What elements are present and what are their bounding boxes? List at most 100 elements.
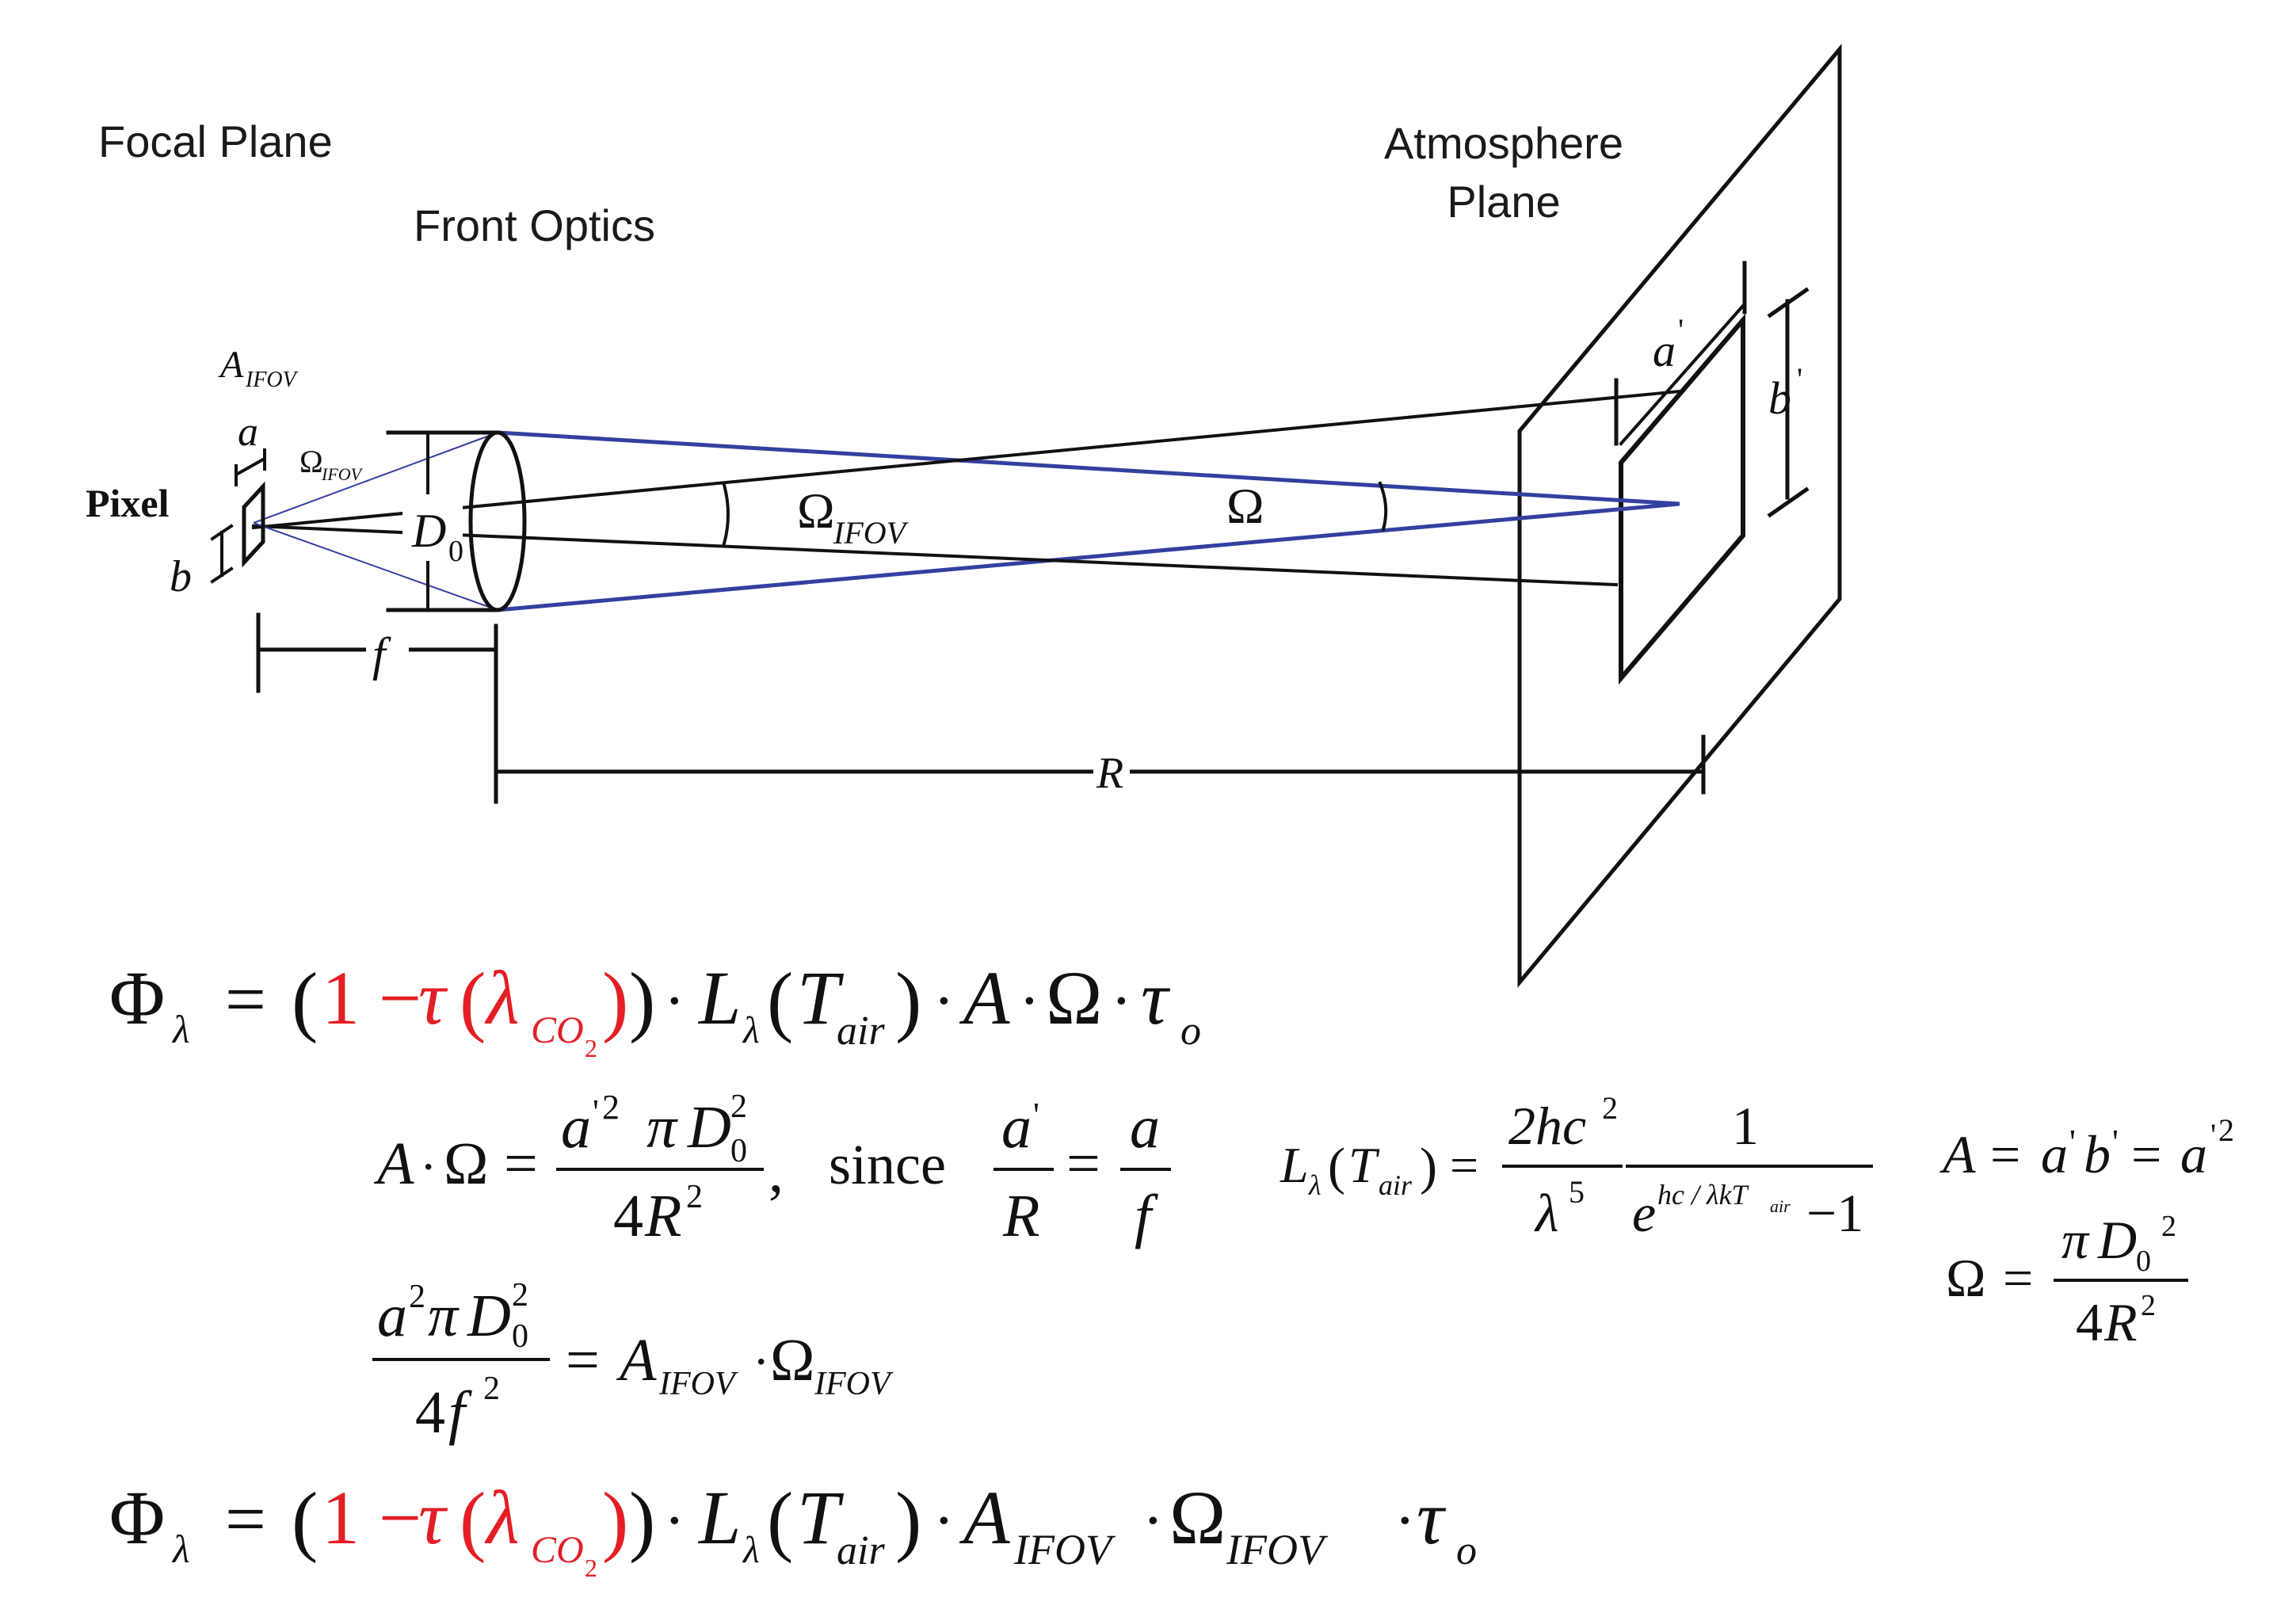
omega-ifov-small-label: Ω <box>299 444 323 479</box>
eq1-one-minus: 1 − <box>322 955 421 1040</box>
eq7-dot4: · <box>1394 1486 1416 1556</box>
eq2-den-sq: 2 <box>686 1179 703 1215</box>
eq3-den-lambda: λ <box>1534 1183 1558 1243</box>
omega-ifov-label: Ω <box>797 482 835 539</box>
eq7-air: air <box>837 1528 885 1573</box>
eq6-equals: = <box>566 1327 600 1394</box>
eq6-den-4: 4 <box>415 1379 445 1446</box>
a-prime-dimension-line <box>1619 303 1745 446</box>
eq2-since: since <box>829 1133 946 1196</box>
equation-1: Φ λ = ( 1 − τ ( λ CO 2 ) ) · L λ ( T air… <box>109 955 1201 1062</box>
b-tick-bottom <box>210 566 234 584</box>
atmosphere-label-line2: Plane <box>1447 177 1560 227</box>
atmosphere-label-line1: Atmosphere <box>1384 118 1623 168</box>
eq1-phi-sub: λ <box>171 1007 190 1051</box>
equation-area-solid-angle: A · Ω = a ' 2 π D 2 0 4 R 2 , since a ' … <box>373 1088 1171 1249</box>
eq5-den-sq: 2 <box>2141 1289 2156 1322</box>
front-optics-label: Front Optics <box>414 200 655 250</box>
eq3-den-minus-1: −1 <box>1806 1183 1863 1243</box>
eq7-T-rparen: ) <box>895 1476 921 1564</box>
eq2-A: A <box>373 1131 414 1197</box>
eq5-equals: = <box>2003 1248 2033 1308</box>
eq2b-num-a: a <box>1001 1094 1032 1161</box>
eq1-dot1: · <box>664 967 685 1036</box>
eq7-A-sub: IFOV <box>1013 1526 1116 1573</box>
eq1-air: air <box>837 1009 885 1054</box>
equation-planck: L λ ( T air ) = 2hc 2 λ 5 1 e hc / λkT a… <box>1280 1090 1873 1243</box>
eq4-b-prime: ' <box>2112 1123 2119 1161</box>
eq1-rparen: ) <box>629 956 655 1044</box>
b-prime-tick-top <box>1767 287 1810 318</box>
eq2-den-R: R <box>644 1183 681 1249</box>
eq1-tau-o-sub: o <box>1180 1009 1201 1054</box>
eq6-A-sub: IFOV <box>658 1366 738 1402</box>
eq7-tau-o-sub: o <box>1456 1528 1477 1573</box>
pixel-ray-bottom <box>253 522 498 611</box>
eq2-num-pi: π <box>646 1094 678 1161</box>
d0-sub: 0 <box>448 535 463 568</box>
b-label: b <box>170 552 192 601</box>
eq7-co: CO <box>531 1529 584 1571</box>
r-label-bg <box>1093 748 1130 792</box>
eq7-rparen: ) <box>629 1476 655 1564</box>
eq1-A: A <box>959 955 1010 1040</box>
eq5-num-D: D <box>2097 1210 2137 1270</box>
eq6-dot: · <box>753 1333 769 1390</box>
eq5-num-pi: π <box>2061 1210 2090 1270</box>
eq1-T-rparen: ) <box>895 956 921 1044</box>
eq3-air: air <box>1379 1169 1413 1201</box>
b-tick-top <box>210 524 234 541</box>
eq4-a2-sq: 2 <box>2218 1112 2234 1148</box>
eq1-tau-rparen: ) <box>602 956 628 1044</box>
chief-ray-lower <box>251 524 1619 587</box>
eq6-omega: Ω <box>770 1327 814 1394</box>
equation-area-defs: A = a ' b ' = a ' 2 Ω = π D 0 2 4 R 2 <box>1939 1112 2234 1352</box>
eq1-lambda: λ <box>484 955 520 1040</box>
eq1-L: L <box>697 955 741 1040</box>
marginal-ray-bottom <box>497 501 1680 612</box>
eq1-T: T <box>797 955 845 1040</box>
a-dimension-line <box>235 457 265 476</box>
eq4-A: A <box>1939 1124 1976 1184</box>
eq7-dot1: · <box>664 1486 685 1556</box>
a-label: a <box>238 410 258 455</box>
eq6-omega-sub: IFOV <box>814 1366 894 1402</box>
eq1-lparen: ( <box>292 956 318 1044</box>
eq3-num-1: 1 <box>1732 1096 1759 1156</box>
eq3-rparen: ) <box>1420 1138 1437 1195</box>
eq6-num-pi: π <box>428 1283 460 1349</box>
eq5-den-4: 4 <box>2076 1292 2103 1352</box>
eq1-dot4: · <box>1111 967 1132 1036</box>
omega-ifov-sub: IFOV <box>833 515 910 551</box>
eq7-omega-sub: IFOV <box>1226 1526 1329 1573</box>
eq3-den-e: e <box>1632 1183 1656 1243</box>
eq2-num-D-sq: 2 <box>730 1089 747 1125</box>
eq2-num-D: D <box>687 1094 731 1161</box>
eq1-tau-o: τ <box>1141 955 1171 1040</box>
omega-arc <box>1378 481 1388 532</box>
eq1-T-lparen: ( <box>767 956 793 1044</box>
eq7-T: T <box>797 1475 845 1560</box>
eq1-omega: Ω <box>1046 955 1102 1040</box>
omega-ifov-arc <box>722 482 730 546</box>
atmosphere-plane <box>1517 44 1842 988</box>
omega-ifov-small-sub: IFOV <box>321 464 364 484</box>
eq1-equals: = <box>225 959 266 1039</box>
eq1-tau-lparen: ( <box>460 956 486 1044</box>
eq2-omega: Ω <box>444 1131 488 1197</box>
eq4-a-prime: ' <box>2069 1123 2076 1161</box>
eq7-phi: Φ <box>109 1475 165 1560</box>
eq6-num-a: a <box>377 1283 407 1349</box>
omega-label: Ω <box>1226 478 1264 534</box>
eq2-dot: · <box>420 1138 437 1195</box>
eq7-tau-rparen: ) <box>602 1476 628 1564</box>
eq7-T-lparen: ( <box>767 1476 793 1564</box>
eq2b-num-prime: ' <box>1033 1096 1039 1134</box>
eq7-tau-lparen: ( <box>460 1476 486 1564</box>
eq7-L-sub: λ <box>742 1529 760 1571</box>
f-label-bg <box>366 626 409 681</box>
eq2b-den-R: R <box>1002 1183 1039 1249</box>
eq2b-num-a2: a <box>1130 1094 1160 1161</box>
